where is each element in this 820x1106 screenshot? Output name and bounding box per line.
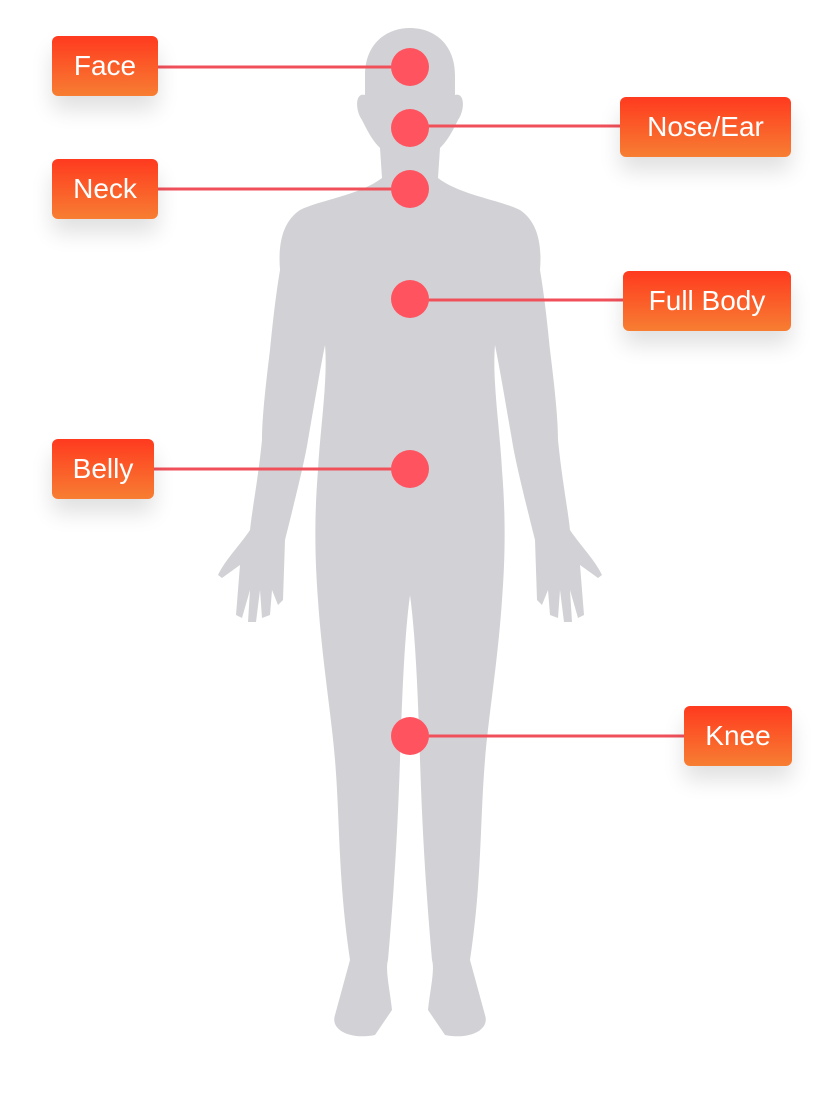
body-left-half — [218, 28, 412, 1037]
label-nose-ear[interactable]: Nose/Ear — [620, 97, 791, 157]
body-right-half — [408, 28, 602, 1037]
marker-full-body[interactable] — [391, 280, 429, 318]
label-face[interactable]: Face — [52, 36, 158, 96]
marker-belly[interactable] — [391, 450, 429, 488]
label-belly[interactable]: Belly — [52, 439, 154, 499]
label-neck[interactable]: Neck — [52, 159, 158, 219]
label-knee[interactable]: Knee — [684, 706, 792, 766]
label-full-body[interactable]: Full Body — [623, 271, 791, 331]
marker-face[interactable] — [391, 48, 429, 86]
marker-knee[interactable] — [391, 717, 429, 755]
connector-lines — [154, 65, 684, 738]
marker-nose-ear[interactable] — [391, 109, 429, 147]
marker-neck[interactable] — [391, 170, 429, 208]
